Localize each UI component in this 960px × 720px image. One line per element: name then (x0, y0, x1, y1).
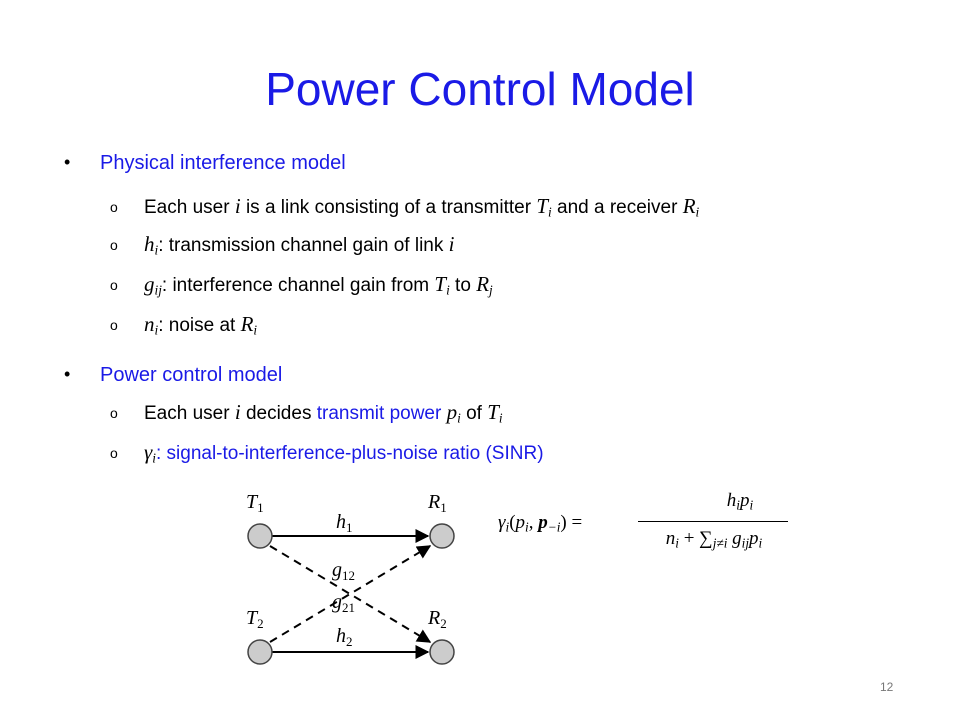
sub-bullet-marker: o (110, 199, 118, 215)
label-t2: T2 (246, 607, 264, 631)
node-r2 (429, 639, 455, 665)
bullet-dot: • (64, 152, 71, 172)
label-h1: h1 (336, 511, 353, 535)
sub-bullet-marker: o (110, 405, 118, 421)
label-h2: h2 (336, 625, 353, 649)
fraction-bar (638, 521, 788, 522)
node-t2 (247, 639, 273, 665)
formula-lhs: γi(pi, p−i) = (498, 512, 583, 535)
sub-bullet-marker: o (110, 317, 118, 333)
label-r1: R1 (427, 491, 447, 515)
arrow-g12 (269, 545, 432, 643)
bullet-heading: Power control model (100, 364, 283, 386)
label-g21: g21 (332, 591, 355, 615)
node-t1 (247, 523, 273, 549)
formula-numerator: hipi (726, 490, 754, 513)
label-t1: T1 (246, 491, 264, 515)
label-r2: R2 (427, 607, 447, 631)
page-number: 12 (880, 680, 894, 694)
interference-diagram: T1 R1 T2 R2 h1 h2 g12 g21 (246, 491, 455, 665)
bullet-heading: Physical interference model (100, 152, 346, 174)
arrow-g21 (269, 545, 432, 643)
slide-title: Power Control Model (265, 63, 695, 115)
sub-bullet-marker: o (110, 237, 118, 253)
formula-denominator: ni + ∑j≠i gijpi (665, 528, 763, 551)
node-r1 (429, 523, 455, 549)
label-g12: g12 (332, 559, 355, 583)
sub-bullet-marker: o (110, 277, 118, 293)
sub-bullet-marker: o (110, 445, 118, 461)
bullet-dot: • (64, 364, 71, 384)
